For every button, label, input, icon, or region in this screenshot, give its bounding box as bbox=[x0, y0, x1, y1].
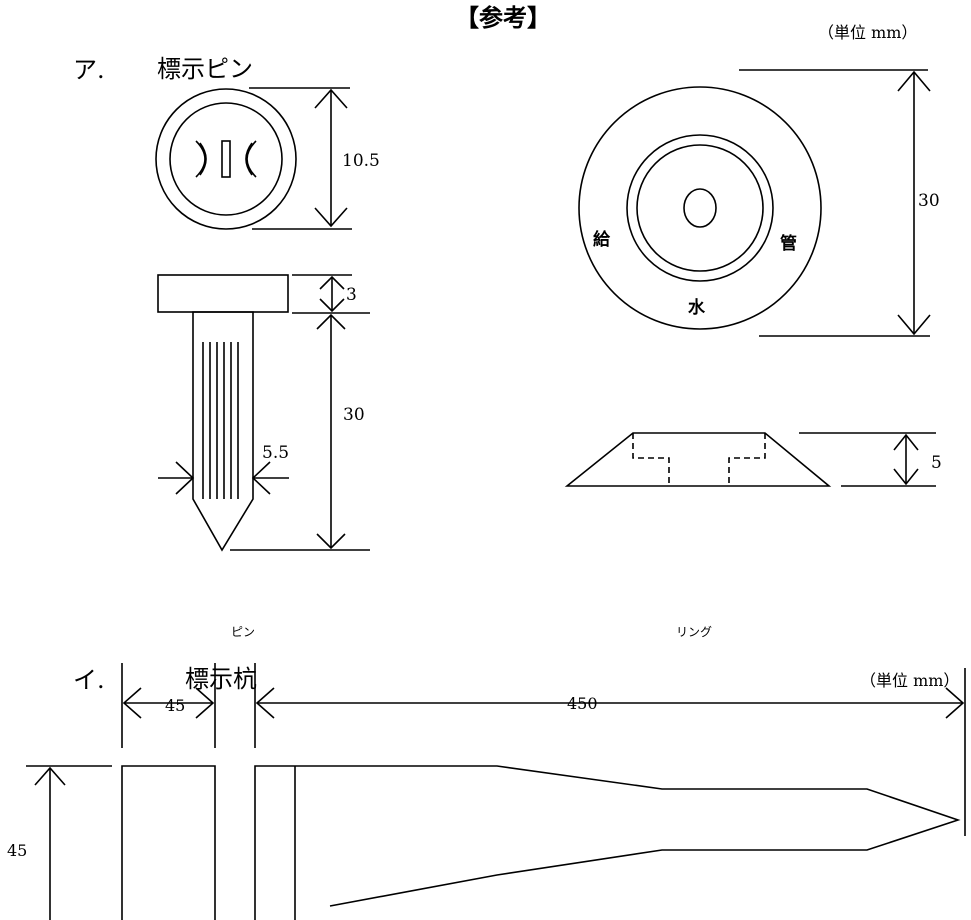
pin-top-view: 10.5 bbox=[155, 87, 380, 230]
arrowhead-up bbox=[893, 433, 919, 451]
ring-middle-circle bbox=[626, 134, 774, 282]
pin-head-outer-circle bbox=[155, 88, 297, 230]
arrowhead-left bbox=[122, 687, 142, 719]
arrowhead-down bbox=[316, 533, 346, 550]
unit-label-top: （単位 mm） bbox=[818, 23, 917, 42]
arrowhead-up bbox=[897, 70, 931, 92]
arrowhead-down bbox=[319, 298, 345, 313]
ring-outer-circle bbox=[578, 86, 822, 330]
arrowhead-down bbox=[893, 468, 919, 486]
emblem-center-bar bbox=[221, 140, 231, 178]
pin-head-inner-circle bbox=[169, 102, 283, 216]
ring-side-view: 5 bbox=[564, 432, 942, 487]
arrowhead-up bbox=[319, 275, 345, 290]
emblem-right-arc-inner bbox=[245, 142, 253, 176]
section-a-label: ア. bbox=[73, 56, 105, 84]
arrowhead-down bbox=[314, 207, 348, 228]
emblem-right-arc bbox=[246, 140, 257, 178]
ring-inner-circle bbox=[636, 144, 764, 272]
stake-side-view bbox=[254, 765, 961, 920]
section-b-label: イ. bbox=[73, 666, 105, 694]
dim-stake-height: 45 bbox=[7, 841, 27, 860]
ring-text-left: 給 bbox=[593, 229, 611, 250]
arrowhead-up bbox=[316, 313, 346, 330]
emblem-left-arc bbox=[195, 140, 206, 178]
dim-shaft-length: 30 bbox=[343, 405, 365, 425]
arrowhead-right bbox=[175, 461, 195, 495]
pin-shaft bbox=[192, 311, 254, 552]
pin-side-view: 3 30 5.5 bbox=[157, 274, 370, 552]
ring-text-bottom: 水 bbox=[688, 297, 706, 318]
arrowhead-up bbox=[34, 766, 66, 786]
dim-stake-width: 45 bbox=[165, 696, 185, 715]
pin-head-side bbox=[157, 274, 289, 313]
ring-hidden-lines bbox=[632, 433, 766, 486]
dim-shaft-width: 5.5 bbox=[262, 443, 289, 463]
ring-top-view: 給 水 管 30 bbox=[578, 69, 940, 337]
arrowhead-left bbox=[251, 461, 271, 495]
stake-drawing: 45 450 45 bbox=[7, 663, 966, 920]
arrowhead-right bbox=[195, 687, 215, 719]
emblem-left-arc-inner bbox=[199, 142, 207, 176]
section-a-name: 標示ピン bbox=[157, 55, 253, 83]
caption-ring: リング bbox=[676, 625, 712, 639]
ring-text-right: 管 bbox=[780, 233, 797, 254]
arrowhead-up bbox=[314, 88, 348, 109]
ring-trapezoid bbox=[564, 432, 832, 487]
page-title: 【参考】 bbox=[455, 4, 551, 32]
dim-ring-height: 5 bbox=[931, 453, 942, 473]
dim-head-diameter: 10.5 bbox=[342, 151, 380, 171]
arrowhead-left bbox=[255, 687, 275, 719]
dim-ring-diameter: 30 bbox=[918, 191, 940, 211]
unit-label-bottom: （単位 mm） bbox=[860, 671, 959, 690]
arrowhead-right bbox=[945, 687, 965, 719]
stake-end-view bbox=[121, 765, 216, 920]
dim-head-thickness: 3 bbox=[346, 285, 357, 305]
ring-hole bbox=[683, 188, 717, 228]
caption-pin: ピン bbox=[231, 625, 255, 639]
arrowhead-down bbox=[897, 314, 931, 336]
